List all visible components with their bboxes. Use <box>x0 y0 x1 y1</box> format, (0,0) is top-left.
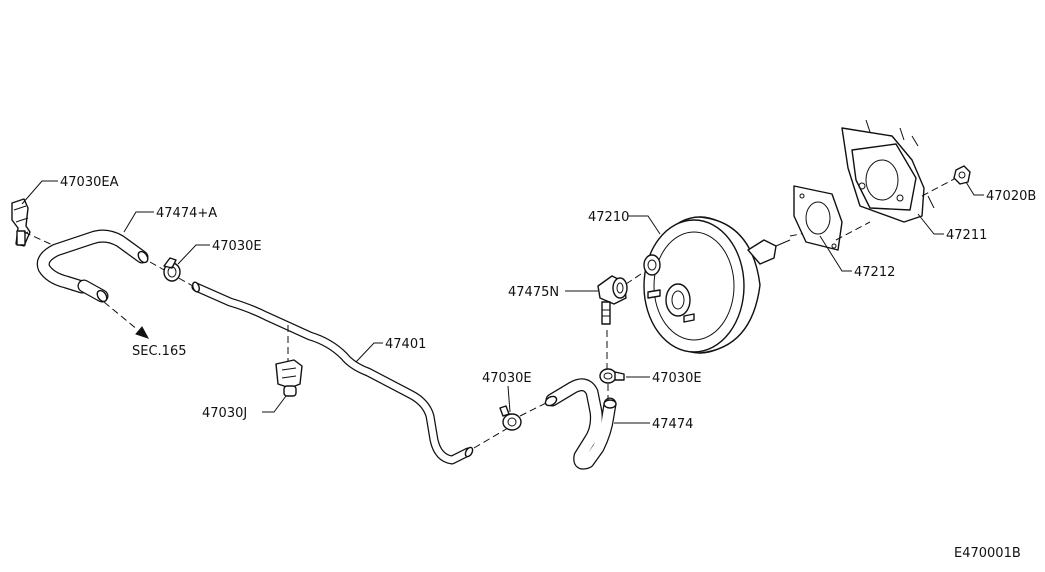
gasket-47212 <box>793 185 843 251</box>
nut-47020b <box>953 165 971 185</box>
bracket-47211 <box>841 119 935 223</box>
label-47212: 47212 <box>854 265 895 280</box>
leader-lines <box>21 180 984 424</box>
label-47030e-mid: 47030E <box>482 371 532 386</box>
label-47030e-right: 47030E <box>652 371 702 386</box>
dash-line <box>473 427 509 449</box>
dash-line <box>625 271 645 285</box>
label-sec165: SEC.165 <box>132 344 187 359</box>
hose-47474a <box>36 229 149 303</box>
label-47474: 47474 <box>652 417 693 432</box>
label-47030j: 47030J <box>202 406 247 421</box>
diagram-code: E470001B <box>954 546 1021 561</box>
check-valve-47475n <box>597 275 628 325</box>
connector-47030ea <box>11 198 31 247</box>
label-47030ea: 47030EA <box>60 175 119 190</box>
dash-line <box>23 231 69 253</box>
label-47211: 47211 <box>946 228 987 243</box>
clamp-47030e-right <box>599 330 625 400</box>
dash-line <box>921 177 957 197</box>
arrow-to-sec165 <box>103 301 150 339</box>
label-47474a: 47474+A <box>156 206 217 221</box>
dash-line <box>519 401 549 417</box>
label-47020b: 47020B <box>986 189 1036 204</box>
label-47475n: 47475N <box>508 285 559 300</box>
dash-line <box>835 221 871 241</box>
label-47030e-top: 47030E <box>212 239 262 254</box>
label-47401: 47401 <box>385 337 426 352</box>
brake-booster-47210 <box>643 216 791 354</box>
clamp-47030e-top <box>149 257 201 291</box>
pipe-47401 <box>191 281 474 465</box>
label-47210: 47210 <box>588 210 629 225</box>
clamp-47030e-mid <box>499 405 522 431</box>
clip-47030j <box>275 325 303 397</box>
hose-47474 <box>544 378 617 470</box>
